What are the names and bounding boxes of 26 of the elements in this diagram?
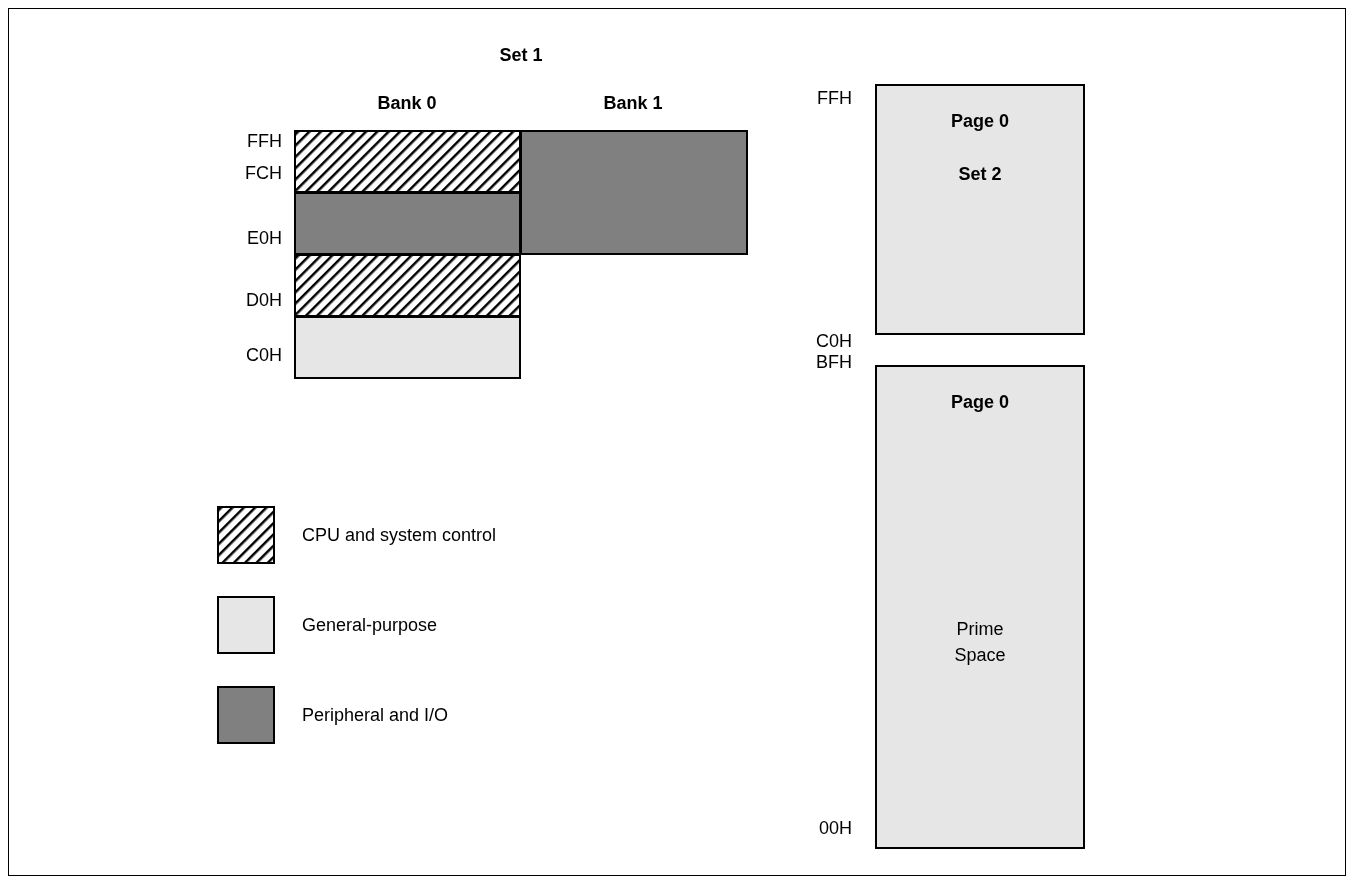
legend-label: Peripheral and I/O — [302, 704, 449, 727]
block-label: Prime Space — [953, 618, 1007, 667]
memory-region — [294, 130, 521, 193]
address-label: 00H — [817, 817, 852, 840]
column-heading: Set 1 — [498, 44, 544, 67]
address-label: C0H — [245, 344, 282, 367]
address-label: D0H — [245, 289, 282, 312]
address-label: FFH — [816, 87, 852, 110]
block-heading: Page 0 — [950, 110, 1009, 133]
column-heading: Bank 1 — [602, 92, 664, 115]
legend-label: CPU and system control — [302, 524, 497, 547]
memory-region — [294, 192, 521, 255]
address-label: FFH — [246, 130, 282, 153]
address-label: BFH — [815, 351, 852, 374]
address-label: E0H — [246, 227, 282, 250]
address-label: FCH — [244, 162, 282, 185]
memory-region — [520, 130, 748, 255]
memory-region — [294, 316, 521, 379]
memory-block — [875, 84, 1085, 335]
memory-block — [875, 365, 1085, 849]
legend-label: General-purpose — [302, 614, 438, 637]
column-heading: Bank 0 — [376, 92, 438, 115]
block-heading: Page 0 — [950, 391, 1009, 414]
address-label: C0H — [815, 330, 852, 353]
block-heading: Set 2 — [958, 163, 1002, 186]
memory-region — [294, 254, 521, 317]
